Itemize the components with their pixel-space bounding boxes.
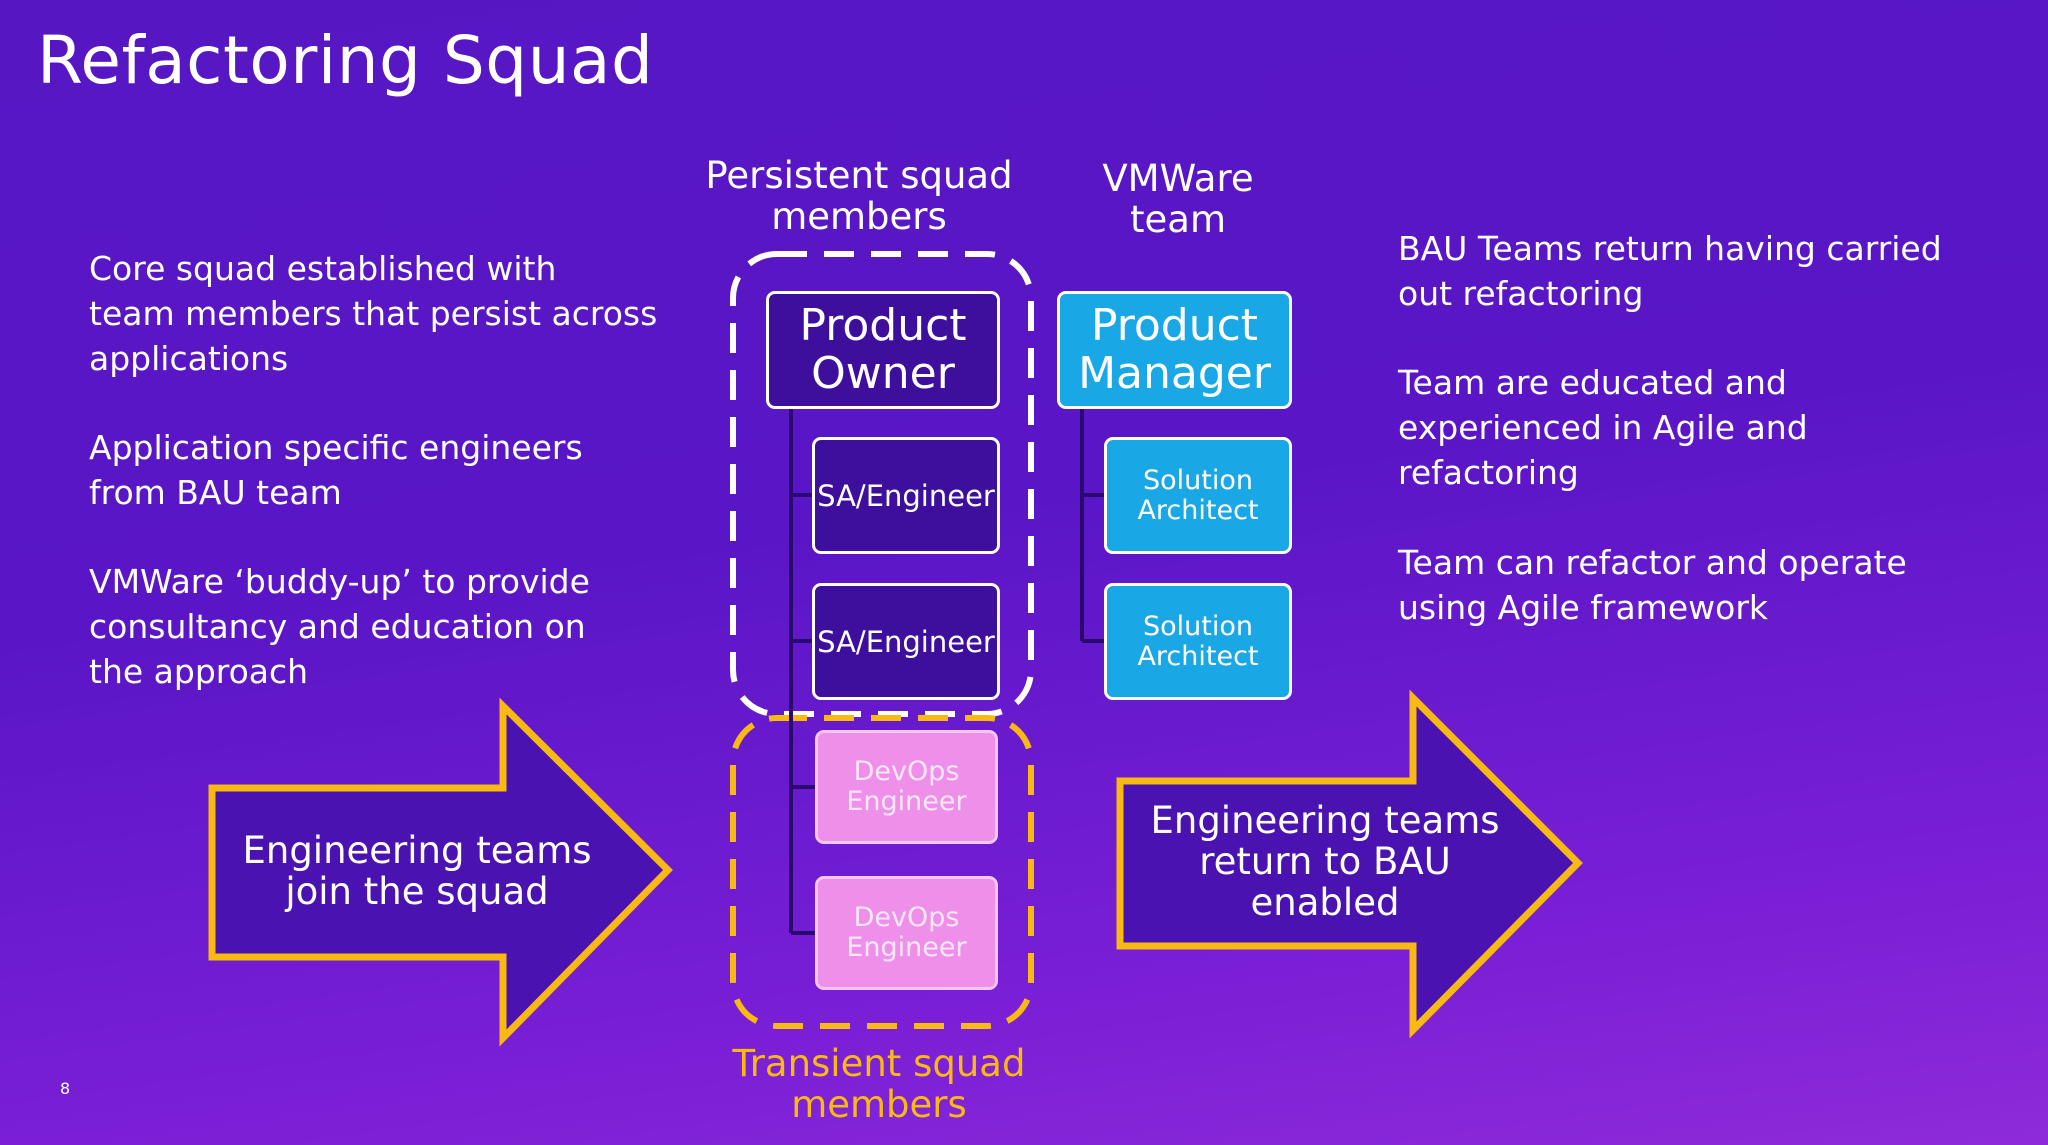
return-bau-arrow-shape xyxy=(1116,689,1583,1039)
sa-engineer-box-1: SA/Engineer xyxy=(812,437,1000,554)
persistent-heading: Persistent squad members xyxy=(705,154,1013,238)
owner-connectors xyxy=(789,409,815,935)
transient-heading: Transient squad members xyxy=(732,1042,1026,1126)
join-squad-arrow-label: Engineering teams join the squad xyxy=(242,829,592,913)
solution-architect-box-1: Solution Architect xyxy=(1104,437,1292,554)
manager-connectors xyxy=(1080,409,1105,643)
page-number: 8 xyxy=(60,1079,71,1098)
left-paragraph-2: Application specific engineers from BAU … xyxy=(89,428,583,512)
solution-architect-box-2: Solution Architect xyxy=(1104,583,1292,700)
slide-title: Refactoring Squad xyxy=(37,22,654,99)
product-owner-box: Product Owner xyxy=(766,291,1000,409)
left-paragraph-3: VMWare ‘buddy-up’ to provide consultancy… xyxy=(89,562,590,691)
product-manager-box: Product Manager xyxy=(1057,291,1292,409)
devops-engineer-box-1: DevOps Engineer xyxy=(815,730,998,844)
vmware-heading: VMWare team xyxy=(1102,157,1254,241)
sa-engineer-box-2: SA/Engineer xyxy=(812,583,1000,700)
transient-group-outline xyxy=(730,715,1034,1029)
devops-engineer-box-2: DevOps Engineer xyxy=(815,876,998,990)
join-squad-arrow-shape xyxy=(208,697,673,1047)
right-paragraph-3: Team can refactor and operate using Agil… xyxy=(1398,543,1907,627)
left-paragraph-1: Core squad established with team members… xyxy=(89,249,658,378)
return-bau-arrow-label: Engineering teams return to BAU enabled xyxy=(1150,799,1500,924)
persistent-group-outline xyxy=(730,251,1034,717)
right-paragraph-2: Team are educated and experienced in Agi… xyxy=(1398,363,1808,492)
right-paragraph-1: BAU Teams return having carried out refa… xyxy=(1398,229,1942,313)
